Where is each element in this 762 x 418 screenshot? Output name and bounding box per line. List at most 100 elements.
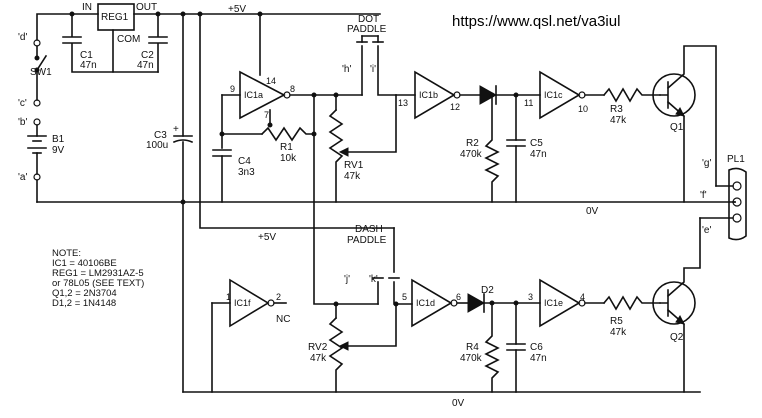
label-b1: B1 xyxy=(52,134,65,145)
ic1e-gate xyxy=(539,278,581,328)
label-term-e: 'e' xyxy=(702,225,711,236)
source-url: https://www.qsl.net/va3iul xyxy=(452,13,620,30)
label-pin-3: 3 xyxy=(528,292,533,302)
label-reg1: REG1 xyxy=(101,12,129,23)
label-pin-6: 6 xyxy=(456,292,461,302)
label-ic1a: IC1a xyxy=(244,90,263,100)
label-ic1b: IC1b xyxy=(419,90,438,100)
label-ic1d: IC1d xyxy=(416,298,435,308)
label-v5-top: +5V xyxy=(228,4,246,15)
label-pin-5: 5 xyxy=(402,292,407,302)
label-rv2-value: 47k xyxy=(310,353,327,364)
q1-transistor xyxy=(652,73,696,117)
label-paddle-dash: PADDLE xyxy=(347,235,387,246)
label-pin-9: 9 xyxy=(230,84,235,94)
label-c2-value: 47n xyxy=(137,60,154,71)
label-com: COM xyxy=(117,34,140,45)
label-pin-4: 4 xyxy=(580,292,585,302)
label-pin-12: 12 xyxy=(450,102,460,112)
label-v5-mid: +5V xyxy=(258,232,276,243)
label-r5-value: 47k xyxy=(610,327,627,338)
label-c3: C3 xyxy=(154,130,167,141)
label-pin-14: 14 xyxy=(266,76,276,86)
label-r5: R5 xyxy=(610,316,623,327)
pl1-connector xyxy=(699,167,747,241)
label-pin-2: 2 xyxy=(276,292,281,302)
label-d2: D2 xyxy=(481,285,494,296)
label-c6: C6 xyxy=(530,342,543,353)
label-0v-top: 0V xyxy=(586,206,599,217)
ic1c-gate xyxy=(539,70,581,120)
label-r3: R3 xyxy=(610,104,623,115)
dash-channel xyxy=(197,11,701,393)
label-r3-value: 47k xyxy=(610,115,627,126)
note-line: NOTE: xyxy=(52,248,81,259)
label-0v-bottom: 0V xyxy=(452,398,465,409)
ic1d-gate xyxy=(411,278,453,328)
label-pin-8: 8 xyxy=(290,84,295,94)
label-r1-value: 10k xyxy=(280,153,297,164)
label-c3-value: 100u xyxy=(146,140,168,151)
terminal-c xyxy=(33,99,41,107)
label-out: OUT xyxy=(136,2,157,13)
label-dot: DOT xyxy=(358,14,379,25)
label-r2: R2 xyxy=(466,138,479,149)
label-term-a: 'a' xyxy=(18,172,27,183)
label-nc: NC xyxy=(276,314,290,325)
ic1b-gate xyxy=(414,70,456,120)
label-term-i: 'i' xyxy=(370,64,376,75)
label-c5-value: 47n xyxy=(530,149,547,160)
note-line: REG1 = LM2931AZ-5 xyxy=(52,268,144,279)
pin-e xyxy=(732,213,742,223)
label-rv1: RV1 xyxy=(344,160,364,171)
terminal-a xyxy=(33,173,41,181)
label-pin-11: 11 xyxy=(524,98,533,108)
label-pin-13: 13 xyxy=(398,98,408,108)
label-term-f: 'f' xyxy=(700,190,707,201)
note-line: IC1 = 40106BE xyxy=(52,258,117,269)
svg-text:+: + xyxy=(173,124,179,135)
power-section: + xyxy=(27,3,381,393)
label-term-k: 'k' xyxy=(369,274,378,285)
label-term-c: 'c' xyxy=(18,98,27,109)
label-c5: C5 xyxy=(530,138,543,149)
label-pin-10: 10 xyxy=(578,104,588,114)
label-c2: C2 xyxy=(141,50,154,61)
label-pl1: PL1 xyxy=(727,154,745,165)
label-ic1c: IC1c xyxy=(544,90,563,100)
label-dash: DASH xyxy=(355,224,383,235)
label-c1: C1 xyxy=(80,50,93,61)
label-c4: C4 xyxy=(238,156,251,167)
label-term-b: 'b' xyxy=(18,117,27,128)
label-term-h: 'h' xyxy=(342,64,351,75)
label-c6-value: 47n xyxy=(530,353,547,364)
label-q1: Q1 xyxy=(670,122,684,133)
label-r2-value: 470k xyxy=(460,149,483,160)
label-term-j: 'j' xyxy=(344,274,350,285)
note-line: Q1,2 = 2N3704 xyxy=(52,288,117,299)
label-pin-7: 7 xyxy=(264,110,269,120)
note-line: or 78L05 (SEE TEXT) xyxy=(52,278,144,289)
label-ic1e: IC1e xyxy=(544,298,563,308)
label-c4-value: 3n3 xyxy=(238,167,255,178)
label-ic1f: IC1f xyxy=(234,298,251,308)
note-block: NOTE: IC1 = 40106BE REG1 = LM2931AZ-5 or… xyxy=(52,248,144,309)
label-term-g: 'g' xyxy=(702,158,711,169)
reg1-box xyxy=(97,3,135,31)
terminal-b xyxy=(33,118,41,126)
label-q2: Q2 xyxy=(670,332,684,343)
label-in: IN xyxy=(82,2,92,13)
label-r4-value: 470k xyxy=(460,353,483,364)
label-rv2: RV2 xyxy=(308,342,328,353)
label-r1: R1 xyxy=(280,142,293,153)
pin-g xyxy=(732,181,742,191)
terminal-d xyxy=(33,39,41,47)
label-pin-1: 1 xyxy=(226,292,231,302)
label-term-d: 'd' xyxy=(18,32,27,43)
dot-channel xyxy=(212,11,717,305)
note-line: D1,2 = 1N4148 xyxy=(52,298,116,309)
q2-transistor xyxy=(652,281,696,325)
labels: IN REG1 OUT COM +5V +5V C1 47n C2 47n C3… xyxy=(18,2,745,409)
label-paddle-dot: PADDLE xyxy=(347,24,387,35)
